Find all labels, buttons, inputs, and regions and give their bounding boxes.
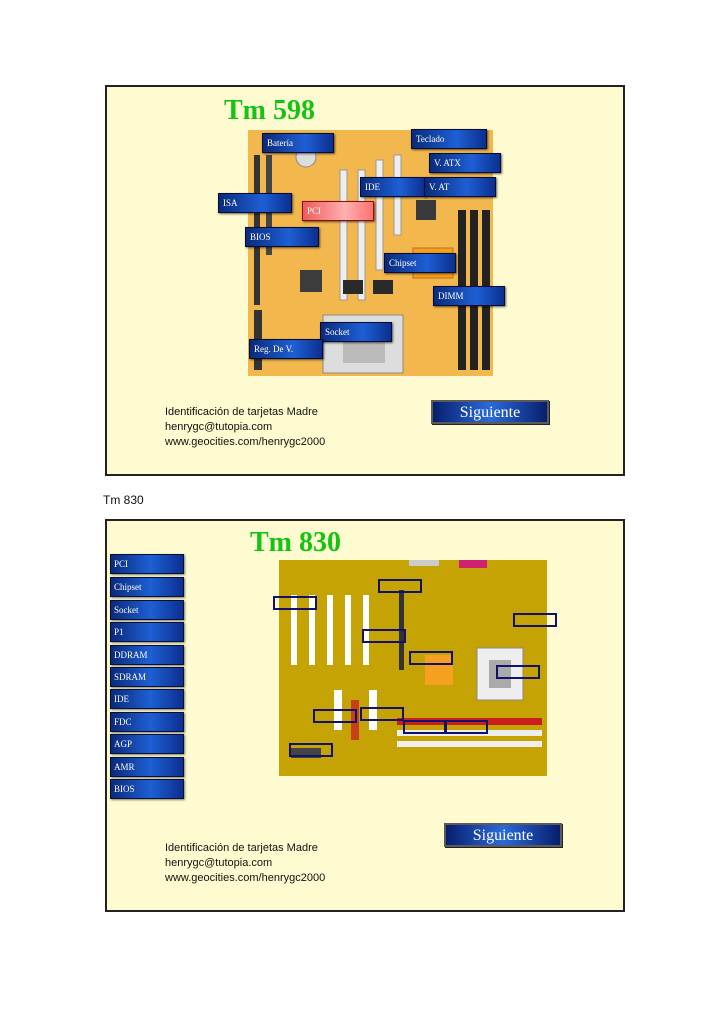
label-ide[interactable]: IDE — [360, 177, 426, 197]
highlight-box — [403, 720, 447, 734]
label-dimm[interactable]: DIMM — [433, 286, 505, 306]
sidebar-button-fdc[interactable]: FDC — [110, 712, 184, 732]
credits-email: henrygc@tutopia.com — [165, 857, 273, 869]
label-pci[interactable]: PCI — [302, 201, 374, 221]
sidebar-button-bios[interactable]: BIOS — [110, 779, 184, 799]
sidebar-button-ide[interactable]: IDE — [110, 689, 184, 709]
label-teclado[interactable]: Teclado — [411, 129, 487, 149]
sidebar-button-ddram[interactable]: DDRAM — [110, 645, 184, 665]
highlight-box — [409, 651, 453, 665]
credits-title: Identificación de tarjetas Madre — [165, 406, 318, 418]
highlight-box — [496, 665, 540, 679]
motherboard-image — [279, 550, 547, 776]
credits-website: www.geocities.com/henrygc2000 — [165, 872, 326, 884]
highlight-box — [362, 629, 406, 643]
highlight-box — [513, 613, 557, 627]
credits-email: henrygc@tutopia.com — [165, 421, 273, 433]
credits: Identificación de tarjetas Madre henrygc… — [165, 405, 325, 450]
sidebar-button-amr[interactable]: AMR — [110, 757, 184, 777]
sidebar-button-socket[interactable]: Socket — [110, 600, 184, 620]
highlight-box — [289, 743, 333, 757]
sidebar-button-sdram[interactable]: SDRAM — [110, 667, 184, 687]
slide-title: Tm 830 — [250, 527, 341, 558]
highlight-box — [360, 707, 404, 721]
label-isa[interactable]: ISA — [218, 193, 292, 213]
label-chipset[interactable]: Chipset — [384, 253, 456, 273]
highlight-box — [378, 579, 422, 593]
highlight-box — [273, 596, 317, 610]
slide-title: Tm 598 — [224, 95, 315, 126]
credits-title: Identificación de tarjetas Madre — [165, 842, 318, 854]
caption-tm830: Tm 830 — [103, 493, 144, 507]
slide-tm598: Tm 598 — [105, 85, 625, 476]
highlight-box — [444, 720, 488, 734]
label-bateria[interactable]: Batería — [262, 133, 334, 153]
next-button[interactable]: Siguiente — [444, 823, 562, 847]
next-button[interactable]: Siguiente — [431, 400, 549, 424]
label-reg-de-v[interactable]: Reg. De V. — [249, 339, 323, 359]
highlight-box — [313, 709, 357, 723]
slide-tm830: Tm 830 PCI Chipset Socket P1 DDRAM SDRAM… — [105, 519, 625, 912]
label-bios[interactable]: BIOS — [245, 227, 319, 247]
label-v-atx[interactable]: V. ATX — [429, 153, 501, 173]
label-v-at[interactable]: V. AT — [424, 177, 496, 197]
credits-website: www.geocities.com/henrygc2000 — [165, 436, 326, 448]
credits: Identificación de tarjetas Madre henrygc… — [165, 841, 325, 886]
label-socket[interactable]: Socket — [320, 322, 392, 342]
sidebar-button-pci[interactable]: PCI — [110, 554, 184, 574]
motherboard-drawing — [279, 550, 547, 776]
sidebar-button-p1[interactable]: P1 — [110, 622, 184, 642]
sidebar-button-chipset[interactable]: Chipset — [110, 577, 184, 597]
sidebar-button-agp[interactable]: AGP — [110, 734, 184, 754]
